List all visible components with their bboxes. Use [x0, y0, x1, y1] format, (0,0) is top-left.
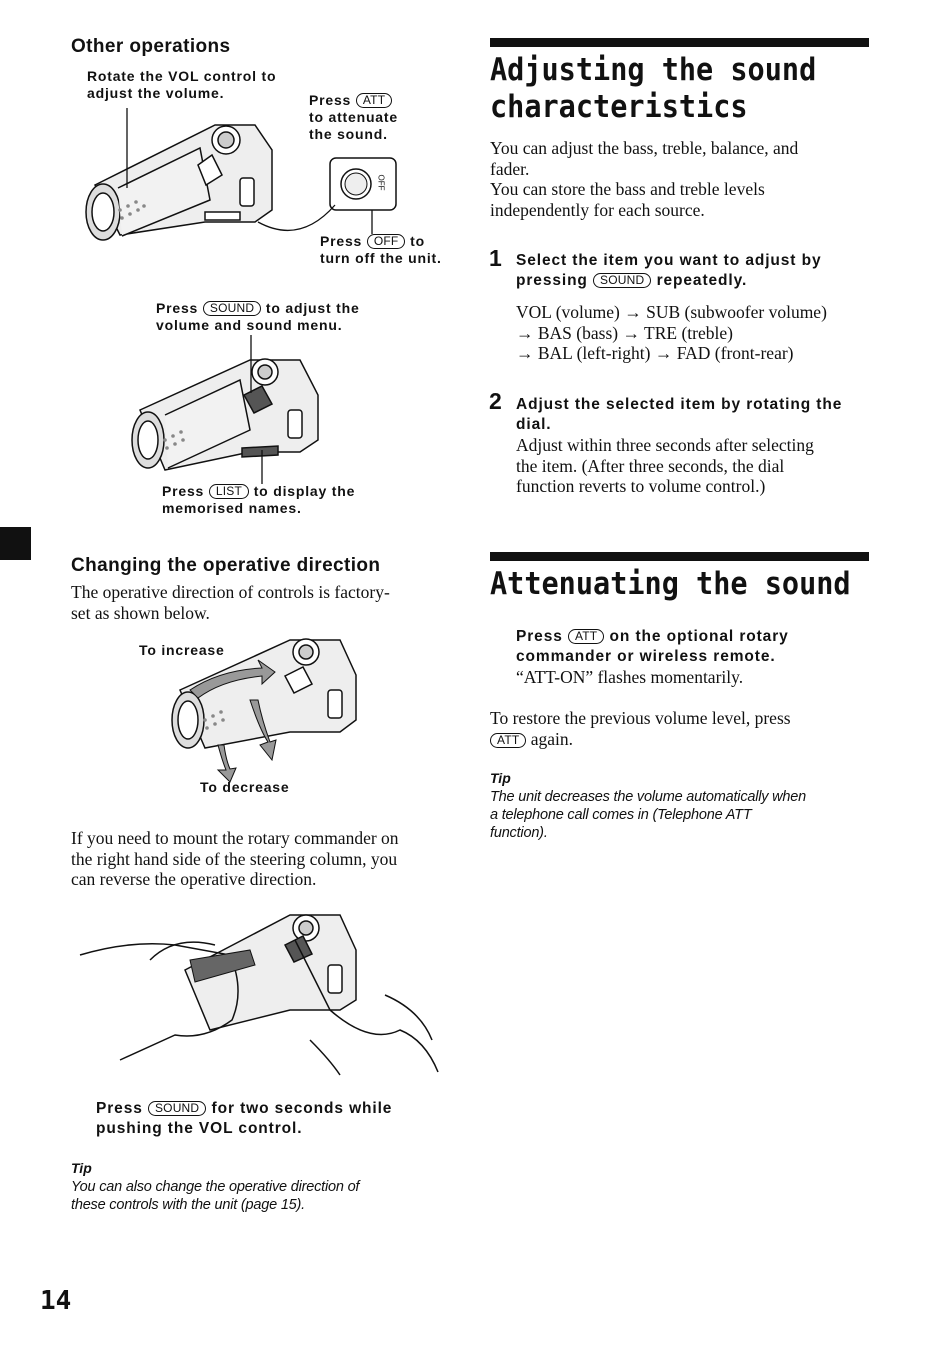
att-key: ATT — [355, 93, 393, 108]
direction-intro: The operative direction of controls is f… — [71, 582, 390, 623]
step-1-title: Select the item you want to adjust by pr… — [516, 252, 822, 289]
section-tab-marker — [0, 527, 31, 560]
step-1-number: 1 — [489, 245, 502, 271]
arrow-icon: → — [622, 322, 640, 343]
att-key-2: ATT — [567, 629, 605, 644]
tip-label-left: Tip — [71, 1160, 92, 1176]
direction-heading: Changing the operative direction — [71, 555, 381, 576]
sound-key-3: SOUND — [593, 273, 652, 288]
att-instruction: Press ATT on the optional rotary command… — [516, 628, 789, 665]
arrow-icon: → — [516, 322, 534, 343]
att-caption: Press ATT to attenuate the sound. — [309, 92, 398, 142]
tip-text-right: The unit decreases the volume automatica… — [490, 789, 807, 841]
other-operations-heading: Other operations — [71, 36, 231, 57]
sound-key-2: SOUND — [147, 1101, 207, 1116]
off-caption: Press OFF to turn off the unit. — [320, 233, 442, 266]
list-caption: Press LIST to display the memorised name… — [162, 483, 356, 516]
attenuating-title: Attenuating the sound — [490, 566, 851, 602]
arrow-icon: → — [516, 343, 534, 363]
sound-two-seconds-instruction: Press SOUND for two seconds while pushin… — [96, 1100, 393, 1137]
direction-paragraph: If you need to mount the rotary commande… — [71, 828, 399, 889]
to-decrease-label: To decrease — [200, 779, 290, 795]
adjusting-intro: You can adjust the bass, treble, balance… — [490, 138, 799, 220]
off-label: OFF — [376, 174, 386, 191]
sound-caption: Press SOUND to adjust the volume and sou… — [156, 300, 360, 333]
sound-key: SOUND — [202, 301, 262, 316]
vol-caption: Rotate the VOL control to adjust the vol… — [87, 68, 277, 101]
adjusting-title: Adjusting the sound characteristics — [490, 52, 817, 125]
arrow-icon: → — [624, 302, 642, 322]
att-key-3: ATT — [490, 732, 527, 748]
step-2-title: Adjust the selected item by rotating the… — [516, 396, 843, 433]
tip-text-left: You can also change the operative direct… — [71, 1179, 360, 1213]
arrow-icon: → — [654, 343, 673, 363]
restore-text: To restore the previous volume level, pr… — [490, 708, 791, 749]
att-flash-text: “ATT-ON” flashes momentarily. — [516, 667, 744, 687]
to-increase-label: To increase — [139, 642, 225, 658]
list-key: LIST — [208, 484, 250, 499]
section-rule-2 — [490, 552, 869, 561]
section-rule-1 — [490, 38, 869, 47]
sound-sequence: VOL (volume) → SUB (subwoofer volume) → … — [516, 302, 827, 363]
page-number: 14 — [40, 1286, 72, 1316]
step-2-number: 2 — [489, 388, 502, 414]
off-key: OFF — [366, 234, 406, 249]
step-2-body: Adjust within three seconds after select… — [516, 435, 814, 496]
tip-label-right: Tip — [490, 770, 511, 786]
